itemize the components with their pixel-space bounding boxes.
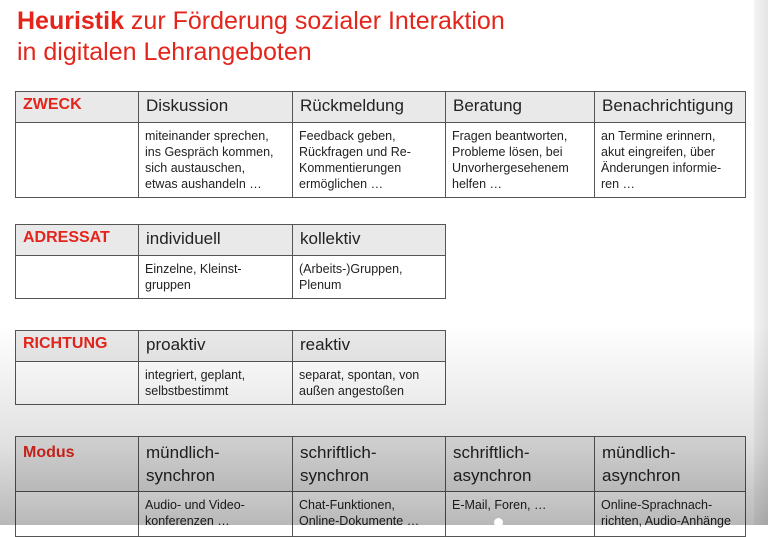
header-cell: mündlich-asynchron [594,436,746,492]
header-cell: Diskussion [138,91,293,123]
title-line2: in digitalen Lehrangeboten [17,38,312,66]
header-cell: mündlich-synchron [138,436,293,492]
empty-cell [15,122,139,198]
body-cell: miteinander sprechen,ins Gespräch kommen… [138,122,293,198]
modus-label: Modus [15,436,139,492]
body-cell: Einzelne, Kleinst-gruppen [138,255,293,299]
header-cell: reaktiv [292,330,446,362]
header-cell: Benachrichtigung [594,91,746,123]
richtung-table: RICHTUNG proaktiv reaktiv integriert, ge… [15,330,446,405]
body-cell: E-Mail, Foren, … [445,491,595,537]
header-cell: Beratung [445,91,595,123]
empty-cell [15,491,139,537]
header-cell: individuell [138,224,293,256]
title-rest: zur Förderung sozialer Interaktion [123,7,505,35]
body-cell: (Arbeits-)Gruppen,Plenum [292,255,446,299]
richtung-label: RICHTUNG [15,330,139,362]
zweck-label: ZWECK [15,91,139,123]
adressat-label: ADRESSAT [15,224,139,256]
adressat-table: ADRESSAT individuell kollektiv Einzelne,… [15,224,446,299]
empty-cell [15,255,139,299]
body-cell: Audio- und Video-konferenzen … [138,491,293,537]
body-cell: Online-Sprachnach-richten, Audio-Anhänge [594,491,746,537]
header-cell: Rückmeldung [292,91,446,123]
empty-cell [15,361,139,405]
header-cell: proaktiv [138,330,293,362]
body-cell: Feedback geben,Rückfragen und Re-Komment… [292,122,446,198]
slide-edge [754,0,768,525]
body-cell: an Termine erinnern,akut eingreifen, übe… [594,122,746,198]
body-cell: Chat-Funktionen,Online-Dokumente … [292,491,446,537]
title-bold: Heuristik [17,7,124,35]
header-cell: schriftlich-asynchron [445,436,595,492]
modus-table: Modus mündlich-synchron schriftlich-sync… [15,436,746,537]
body-cell: integriert, geplant,selbstbestimmt [138,361,293,405]
slide-title: Heuristik zur Förderung sozialer Interak… [17,6,505,68]
header-cell: schriftlich-synchron [292,436,446,492]
zweck-table: ZWECK Diskussion Rückmeldung Beratung Be… [15,91,746,198]
header-cell: kollektiv [292,224,446,256]
video-scrubber-handle[interactable] [494,518,503,527]
